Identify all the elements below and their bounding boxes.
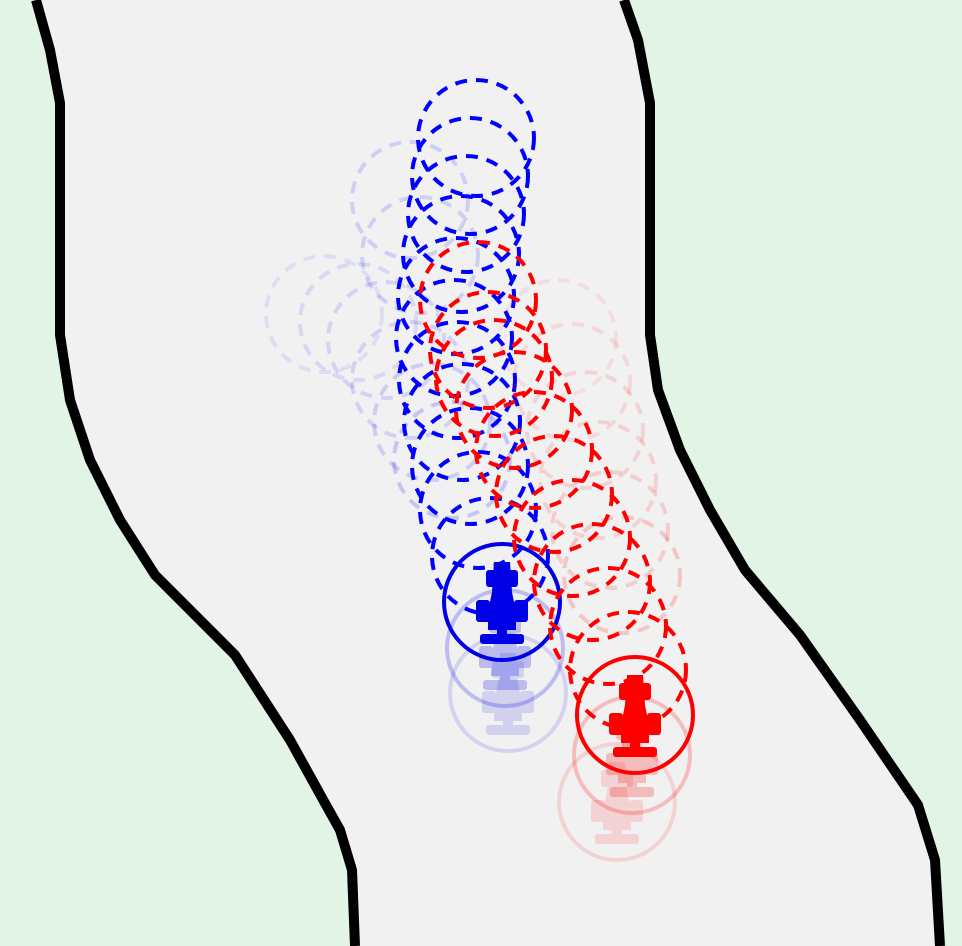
prediction-circle (548, 566, 668, 686)
alt-prediction-circle (562, 515, 682, 635)
prediction-circle (434, 318, 554, 438)
alt-prediction-circle (264, 254, 384, 374)
alt-prediction-circle (512, 322, 632, 442)
prediction-circle (406, 154, 526, 274)
prediction-circle (512, 478, 632, 598)
prediction-circle (454, 350, 574, 470)
prediction-circle (410, 406, 530, 526)
car-red (418, 240, 695, 862)
prediction-circle (416, 78, 536, 198)
prediction-circle (401, 194, 521, 314)
alt-prediction-circle (298, 262, 418, 382)
prediction-circle (418, 450, 538, 570)
alt-prediction-circle (372, 362, 492, 482)
alt-prediction-circle (525, 370, 645, 490)
prediction-circle (418, 240, 538, 360)
track-border-right (619, 0, 945, 946)
prediction-circle (397, 320, 517, 440)
track-border-left (31, 0, 360, 946)
alt-prediction-circle (350, 320, 470, 440)
car-red-circle (575, 655, 695, 775)
prediction-circle (428, 290, 548, 410)
prediction-circle (474, 390, 594, 510)
prediction-circle (494, 434, 614, 554)
prediction-circle (532, 522, 652, 642)
prediction-circle (402, 362, 522, 482)
cars-layer (264, 78, 695, 862)
prediction-circle (410, 116, 530, 236)
alt-prediction-circle (326, 280, 446, 400)
alt-prediction-circle (550, 470, 670, 590)
alt-prediction-circle (538, 420, 658, 540)
history-circle (557, 742, 677, 862)
car-blue-circle (442, 542, 562, 662)
